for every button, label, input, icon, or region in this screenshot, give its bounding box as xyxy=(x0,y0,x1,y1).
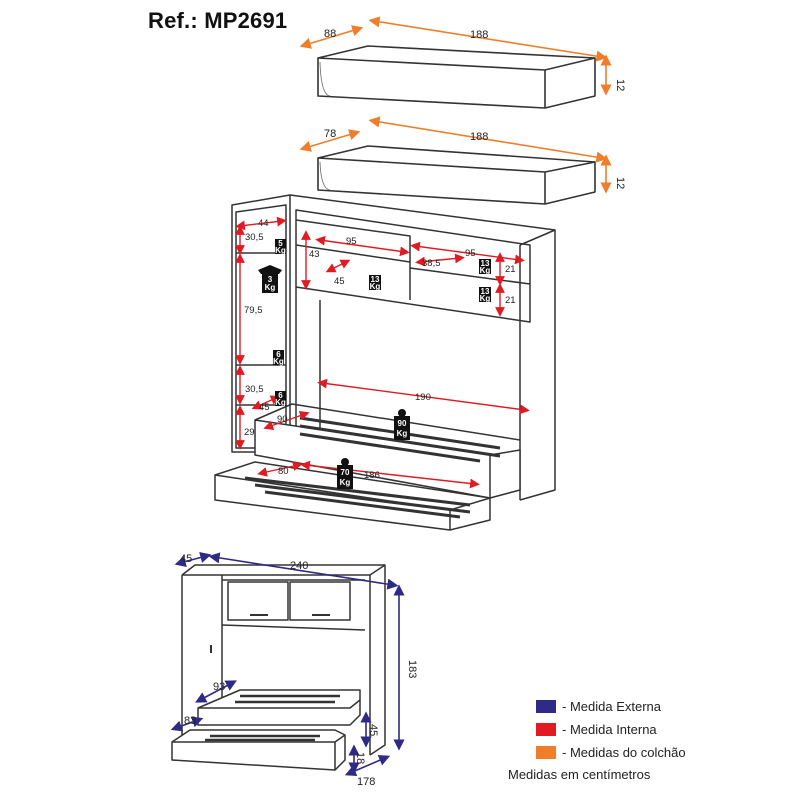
mattress-2-depth: 78 xyxy=(324,128,336,140)
legend-item-external: - Medida Externa xyxy=(536,695,776,718)
bed-slats xyxy=(244,416,501,519)
legend: - Medida Externa - Medida Interna - Medi… xyxy=(536,695,776,764)
ext-trundle-height: 18 xyxy=(354,752,366,764)
svg-text:Kg: Kg xyxy=(275,398,286,407)
legend-swatch-external xyxy=(536,700,556,713)
mattress-1-length: 188 xyxy=(470,29,488,41)
dim-right-width: 95 xyxy=(465,248,476,259)
reference-title: Ref.: MP2691 xyxy=(148,8,288,33)
load-badge-mid-left: 6 Kg xyxy=(273,350,284,366)
dim-right-shelf-1: 21 xyxy=(505,264,516,275)
svg-text:Kg: Kg xyxy=(397,429,408,438)
legend-label-internal: - Medida Interna xyxy=(562,722,657,737)
load-badge-right-2: 13 Kg xyxy=(479,287,491,303)
mattress-1-dimensions: 88 188 12 xyxy=(299,16,626,96)
ext-depth: 45 xyxy=(180,553,192,565)
svg-text:70: 70 xyxy=(341,468,350,477)
svg-text:6: 6 xyxy=(276,350,281,359)
load-badge-low-left: 6 Kg xyxy=(275,391,286,407)
closed-view-slats xyxy=(205,694,340,742)
svg-text:Kg: Kg xyxy=(275,246,286,255)
ext-bed-front-width: 93 xyxy=(213,681,225,693)
svg-text:5: 5 xyxy=(278,239,283,248)
svg-text:13: 13 xyxy=(371,275,380,284)
mattress-2-height: 12 xyxy=(614,177,626,189)
svg-text:Kg: Kg xyxy=(480,266,491,275)
dim-bridge-width: 95 xyxy=(346,236,357,247)
svg-text:Kg: Kg xyxy=(370,282,381,291)
load-badge-hanger: 3 Kg xyxy=(258,265,282,293)
dim-hanging-height: 79,5 xyxy=(244,305,263,316)
ext-trundle-front-width: 83 xyxy=(184,715,196,727)
dim-bridge-depth: 45 xyxy=(334,276,345,287)
legend-item-mattress: - Medidas do colchão xyxy=(536,741,776,764)
load-badge-bridge: 13 Kg xyxy=(369,275,381,291)
dim-right-depth: 38,5 xyxy=(422,258,441,269)
dim-bottom-height: 29 xyxy=(244,427,255,438)
load-badge-top-left: 5 Kg xyxy=(275,239,286,255)
ext-height: 183 xyxy=(406,660,418,678)
svg-text:13: 13 xyxy=(481,287,490,296)
ext-width: 240 xyxy=(290,560,308,572)
legend-swatch-internal xyxy=(536,723,556,736)
dim-bridge-height: 43 xyxy=(309,249,320,260)
load-badge-right-1: 13 Kg xyxy=(479,259,491,275)
load-badge-trundle: 70 Kg xyxy=(337,458,353,489)
svg-text:6: 6 xyxy=(278,391,283,400)
load-badges: 5 Kg 3 Kg 6 Kg 6 Kg 13 Kg xyxy=(258,239,491,489)
dim-top-left-width: 44 xyxy=(258,218,269,229)
svg-text:90: 90 xyxy=(398,419,407,428)
svg-text:13: 13 xyxy=(481,259,490,268)
mattress-1-height: 12 xyxy=(614,79,626,91)
dim-trundle-width: 80 xyxy=(278,466,289,477)
dim-lower-depth: 45 xyxy=(259,402,270,413)
svg-text:Kg: Kg xyxy=(273,357,284,366)
dim-top-left-height: 30,5 xyxy=(245,232,264,243)
internal-dimension-labels: 44 30,5 79,5 30,5 45 29 43 95 45 95 38,5… xyxy=(244,218,516,481)
mattress-1-depth: 88 xyxy=(324,28,336,40)
legend-item-internal: - Medida Interna xyxy=(536,718,776,741)
dim-bed-width: 90 xyxy=(277,414,288,425)
external-dimensions xyxy=(170,552,405,776)
mattress-2-length: 188 xyxy=(470,131,488,143)
svg-text:Kg: Kg xyxy=(340,478,351,487)
legend-label-external: - Medida Externa xyxy=(562,699,661,714)
legend-swatch-mattress xyxy=(536,746,556,759)
svg-text:Kg: Kg xyxy=(265,283,276,292)
load-badge-bed: 90 Kg xyxy=(394,409,410,440)
legend-label-mattress: - Medidas do colchão xyxy=(562,745,686,760)
internal-dimensions xyxy=(235,216,530,489)
dim-right-shelf-2: 21 xyxy=(505,295,516,306)
mattress-trundle xyxy=(317,145,596,205)
units-note: Medidas em centímetros xyxy=(508,767,651,782)
ext-bed-height: 45 xyxy=(367,724,379,736)
ext-length: 178 xyxy=(357,776,375,788)
mattress-single xyxy=(317,45,596,109)
mattress-2-dimensions: 78 188 12 xyxy=(299,116,626,194)
external-dimension-labels: 45 240 183 93 83 45 18 178 xyxy=(180,553,418,788)
dim-lower-shelf-height: 30,5 xyxy=(245,384,264,395)
svg-text:Kg: Kg xyxy=(480,294,491,303)
dim-trundle-length: 186 xyxy=(364,470,380,481)
dim-bed-length: 190 xyxy=(415,392,431,403)
svg-text:3: 3 xyxy=(268,275,273,284)
